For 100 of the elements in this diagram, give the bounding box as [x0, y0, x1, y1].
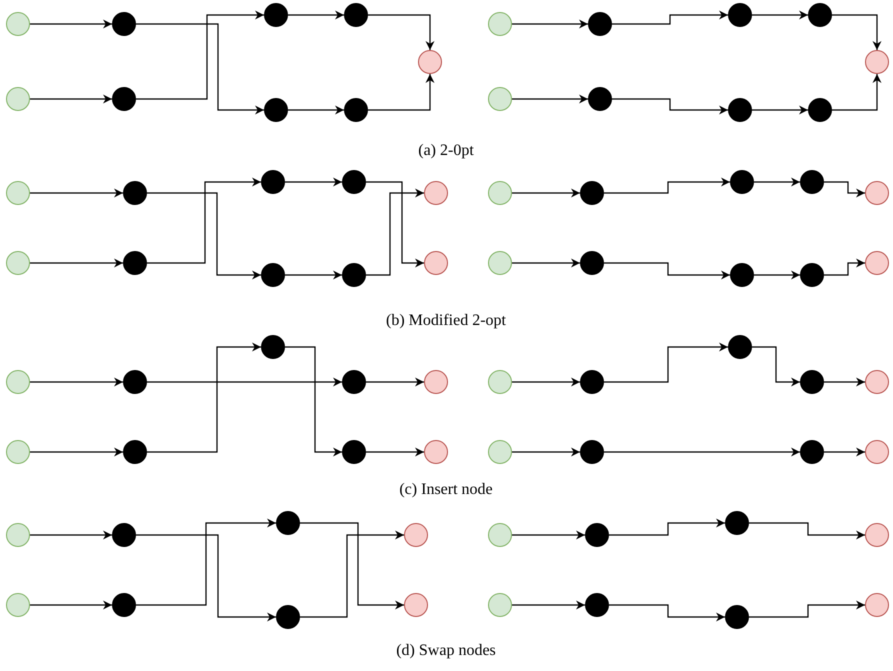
filled-circle [261, 170, 285, 194]
arrow [512, 20, 588, 28]
filled-circle [112, 523, 136, 547]
end-circle [424, 181, 448, 205]
arrow [512, 600, 585, 610]
filled-circle [580, 181, 604, 205]
filled-circle [728, 335, 752, 359]
filled-circle [730, 170, 754, 194]
filled-circle [730, 263, 754, 287]
filled-circle [725, 511, 749, 535]
filled-circle [276, 605, 300, 629]
arrow [136, 10, 264, 100]
arrow [30, 94, 112, 104]
arrow [368, 74, 434, 111]
filled-circle [588, 12, 612, 36]
filled-circle [123, 251, 147, 275]
arrow [30, 600, 112, 610]
filled-circle [580, 440, 604, 464]
arrow [604, 342, 728, 383]
arrow [30, 258, 123, 268]
arrow [612, 10, 728, 25]
filled-circle [808, 3, 832, 27]
arrow [30, 20, 112, 28]
filled-circle [264, 98, 288, 122]
end-circle [865, 50, 889, 74]
filled-circle [800, 440, 824, 464]
caption: (d) Swap nodes [396, 642, 496, 660]
arrow [512, 448, 580, 456]
start-circle [6, 523, 30, 547]
start-circle [6, 251, 30, 275]
arrow [512, 378, 580, 386]
filled-circle [342, 440, 366, 464]
start-circle [6, 440, 30, 464]
arrow [147, 192, 261, 280]
filled-circle [261, 263, 285, 287]
arrow [512, 258, 580, 268]
arrow [832, 74, 882, 111]
end-circle [865, 251, 889, 275]
start-circle [488, 251, 512, 275]
filled-circle [344, 98, 368, 122]
arrow [752, 346, 800, 386]
start-circle [488, 523, 512, 547]
arrow [366, 181, 424, 268]
arrow [136, 23, 264, 114]
filled-circle [123, 181, 147, 205]
end-circle [424, 370, 448, 394]
arrow [30, 448, 123, 456]
arrow [285, 346, 342, 456]
arrow [366, 188, 424, 276]
arrow [30, 530, 112, 540]
arrow [366, 448, 424, 456]
filled-circle [725, 605, 749, 629]
arrow [288, 106, 344, 114]
arrow [824, 448, 865, 456]
arrow [512, 188, 580, 198]
arrow [285, 270, 342, 280]
arrow [749, 600, 865, 618]
filled-circle [808, 98, 832, 122]
filled-circle [728, 98, 752, 122]
filled-circle [112, 87, 136, 111]
arrow [512, 94, 588, 104]
filled-circle [112, 12, 136, 36]
caption: (c) Insert node [399, 481, 493, 499]
end-circle [404, 593, 428, 617]
end-circle [865, 593, 889, 617]
filled-circle [112, 593, 136, 617]
arrow [285, 178, 342, 186]
arrow [368, 14, 434, 50]
start-circle [488, 440, 512, 464]
arrow [288, 10, 344, 20]
arrow [612, 98, 728, 114]
arrow [752, 10, 808, 20]
filled-circle [580, 251, 604, 275]
filled-circle [580, 370, 604, 394]
arrow [609, 604, 725, 622]
filled-circle [342, 170, 366, 194]
start-circle [6, 87, 30, 111]
filled-circle [800, 263, 824, 287]
arrow [754, 178, 800, 186]
arrow [136, 534, 276, 622]
arrow [147, 178, 261, 264]
start-circle [488, 593, 512, 617]
arrow [752, 106, 808, 114]
filled-circle [264, 3, 288, 27]
arrow [609, 518, 725, 536]
end-circle [404, 523, 428, 547]
filled-circle [123, 370, 147, 394]
arrow [824, 258, 865, 276]
arrow [832, 14, 882, 50]
start-circle [488, 370, 512, 394]
arrow [512, 530, 585, 540]
arrow [136, 518, 276, 606]
filled-circle [800, 370, 824, 394]
end-circle [424, 440, 448, 464]
start-circle [6, 370, 30, 394]
filled-circle [276, 511, 300, 535]
arrow [604, 262, 730, 280]
caption: (b) Modified 2-opt [386, 312, 506, 330]
arrow [300, 530, 404, 618]
arrow [30, 188, 123, 198]
